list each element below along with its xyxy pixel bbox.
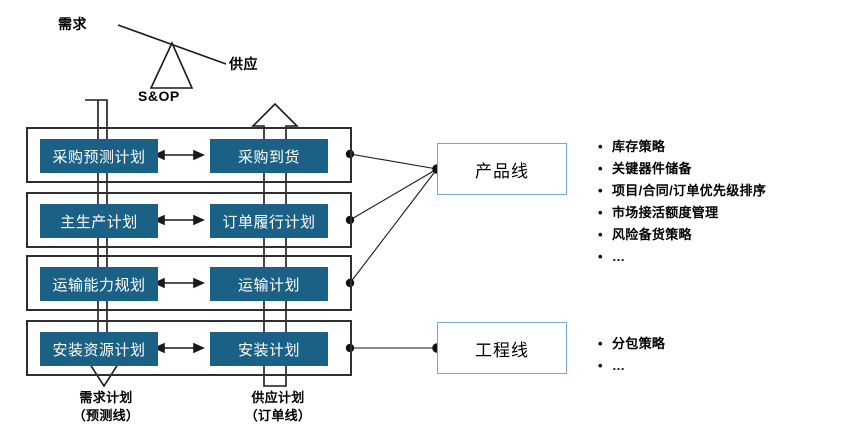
caption-supply-line1: 供应计划 [251,390,305,405]
plan-box-left[interactable]: 安装资源计划 [40,332,158,366]
seesaw-demand-label: 需求 [58,16,87,32]
list-item-label: 库存策略 [612,139,666,154]
plan-box-left[interactable]: 运输能力规划 [40,267,158,301]
caption-demand-line2: （预测线） [72,408,140,423]
bullet-icon: • [598,205,603,220]
engineering-line-box[interactable]: 工程线 [437,322,567,374]
bullet-icon: • [598,358,603,373]
list-item-label: 风险备货策略 [612,227,692,242]
bullet-icon: • [598,161,603,176]
caption-supply-line2: （订单线） [244,408,312,423]
plan-box-right[interactable]: 运输计划 [210,267,328,301]
planning-row-production: 主生产计划 订单履行计划 [26,192,352,248]
line-box-connectors [349,153,438,349]
connector-dots [345,149,442,353]
seesaw-fulcrum-triangle [149,41,194,89]
list-item-label: … [612,358,626,373]
list-item: • 分包策略 [598,333,665,355]
bullet-icon: • [598,227,603,242]
list-item-label: … [612,249,626,264]
list-item: • … [598,246,766,268]
plan-box-right[interactable]: 订单履行计划 [210,204,328,238]
list-item: • 关键器件储备 [598,158,766,180]
planning-row-installation: 安装资源计划 安装计划 [26,320,352,376]
caption-supply-plan: 供应计划 （订单线） [218,389,338,425]
list-item-label: 关键器件储备 [612,161,692,176]
list-item: • 市场接活额度管理 [598,202,766,224]
list-item: • 风险备货策略 [598,224,766,246]
list-item: • … [598,355,665,377]
list-item-label: 项目/合同/订单优先级排序 [612,183,767,198]
caption-demand-line1: 需求计划 [79,390,133,405]
bullet-icon: • [598,183,603,198]
bullet-icon: • [598,139,603,154]
list-item: • 库存策略 [598,136,766,158]
bullet-icon: • [598,249,603,264]
seesaw-supply-label: 供应 [229,56,258,72]
caption-demand-plan: 需求计划 （预测线） [46,389,166,425]
planning-row-procurement: 采购预测计划 采购到货 [26,127,352,183]
seesaw-beam [117,24,227,65]
plan-box-left[interactable]: 主生产计划 [40,204,158,238]
bullet-icon: • [598,336,603,351]
list-item: • 项目/合同/订单优先级排序 [598,180,766,202]
plan-box-right[interactable]: 采购到货 [210,139,328,173]
planning-row-transport: 运输能力规划 运输计划 [26,255,352,311]
list-item-label: 分包策略 [612,336,666,351]
strategy-list-product: • 库存策略 • 关键器件储备 • 项目/合同/订单优先级排序 • 市场接活额度… [598,136,766,268]
plan-box-right[interactable]: 安装计划 [210,332,328,366]
strategy-list-engineering: • 分包策略 • … [598,333,665,377]
product-line-box[interactable]: 产品线 [437,143,567,195]
list-item-label: 市场接活额度管理 [612,205,719,220]
seesaw-sop-label: S&OP [138,88,180,104]
plan-box-left[interactable]: 采购预测计划 [40,139,158,173]
